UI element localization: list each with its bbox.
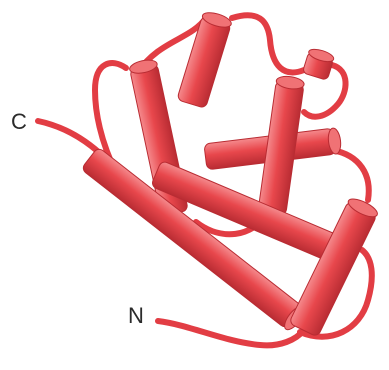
helix-top-center <box>177 10 233 109</box>
loop-right-side <box>332 150 369 200</box>
loop-top-right <box>232 15 304 72</box>
c-terminus-label: C <box>11 109 27 134</box>
helix-right-short <box>302 47 335 80</box>
helix-group <box>81 10 380 337</box>
n-terminus-label: N <box>128 303 144 328</box>
helix-bottom-right <box>289 195 380 337</box>
